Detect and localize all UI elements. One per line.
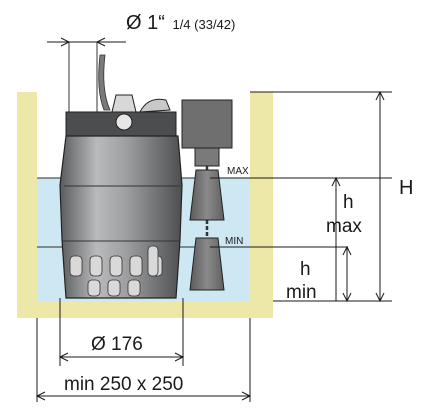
h-max-label-max: max [326,216,362,237]
H-label: H [399,177,413,199]
pump-body [59,135,183,299]
power-cable [98,54,111,111]
float-switch [181,99,233,291]
max-mark-label: MAX [227,166,249,177]
h-max-label-h: h [343,192,354,213]
strainer-slots [69,245,163,297]
outlet-diameter-label: Ø 1“ 1/4 (33/42) [126,12,235,34]
h-min-label-h: h [300,259,311,280]
outlet-diameter-sub: 1/4 (33/42) [172,17,235,32]
pump-diameter-label: Ø 176 [91,334,143,355]
h-min-label-min: min [286,282,317,303]
pit-wall-right [250,92,273,318]
pit-size-label: min 250 x 250 [64,374,183,395]
min-mark-label: MIN [225,236,243,247]
pit-wall-left [17,92,37,318]
outlet-diameter-main: Ø 1“ [126,12,165,34]
pit-walls [17,92,273,318]
pump-head [65,94,177,137]
pit-floor [17,301,273,318]
discharge-pipe [68,41,111,115]
